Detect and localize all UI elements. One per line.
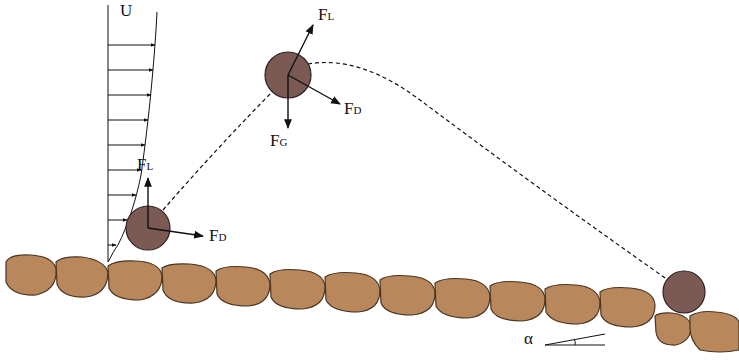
sediment-particle (126, 52, 705, 313)
force-label: FG (270, 132, 287, 149)
velocity-label: U (120, 2, 132, 19)
sediment-bed (6, 255, 739, 352)
force-label: FD (344, 100, 361, 117)
slope-angle (545, 334, 605, 345)
angle-label: α (524, 330, 533, 347)
force-label: FD (209, 227, 226, 244)
force-label: FL (137, 156, 153, 173)
trajectory (163, 63, 668, 281)
force-label: FL (318, 6, 334, 23)
force-arrow (148, 25, 340, 236)
